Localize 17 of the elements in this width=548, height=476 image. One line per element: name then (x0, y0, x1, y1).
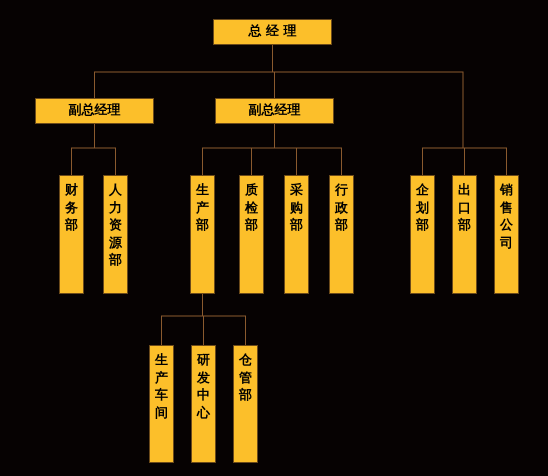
department-box: 生产车间 (149, 345, 174, 463)
department-box: 企划部 (410, 175, 435, 294)
department-box: 财务部 (59, 175, 84, 294)
connector-line (274, 124, 342, 176)
department-box: 质检部 (239, 175, 264, 294)
position-box: 副总经理 (215, 98, 334, 124)
department-box: 人力资源部 (103, 175, 128, 294)
department-box: 仓管部 (233, 345, 258, 463)
connector-line (94, 124, 116, 176)
department-box: 出口部 (452, 175, 477, 294)
department-box: 销售公司 (494, 175, 519, 294)
department-box: 生产部 (190, 175, 215, 294)
department-box: 采购部 (284, 175, 309, 294)
department-box: 行政部 (329, 175, 354, 294)
department-box: 研发中心 (191, 345, 216, 463)
position-box: 总 经 理 (213, 19, 332, 45)
position-box: 副总经理 (35, 98, 154, 124)
